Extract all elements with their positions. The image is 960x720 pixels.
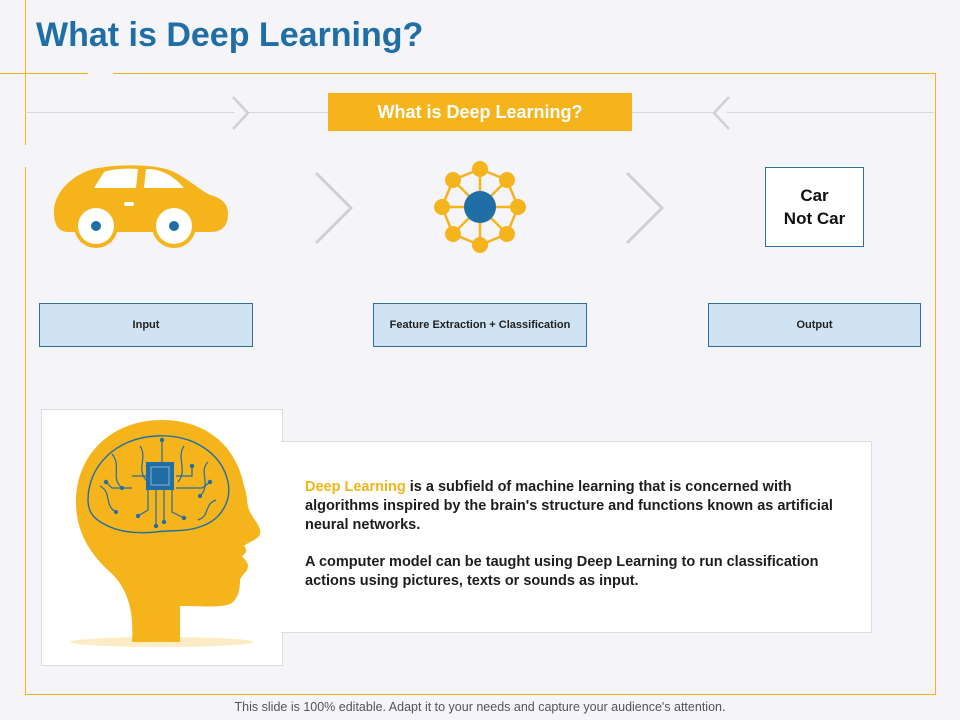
footer-note: This slide is 100% editable. Adapt it to… [234, 700, 726, 714]
description-text: Deep Learning is a subfield of machine l… [305, 478, 855, 609]
banner-title: What is Deep Learning? [328, 93, 632, 131]
frame-gap-mid [20, 145, 32, 167]
chevron-left-icon [712, 96, 730, 130]
panel-seam [281, 442, 283, 630]
header-rule-right-inner [632, 112, 714, 113]
step-input: Input [39, 303, 253, 347]
description-highlight: Deep Learning [305, 479, 406, 495]
content-frame [25, 73, 936, 695]
description-panel [281, 441, 872, 633]
header-rule-right [727, 112, 934, 113]
deco-line-vertical [25, 0, 26, 140]
frame-gap-top [20, 82, 32, 140]
output-car-not-car: Car Not Car [765, 167, 864, 247]
output-line-car: Car [800, 186, 829, 205]
header-rule-left [25, 112, 235, 113]
chevron-right-icon [314, 171, 354, 245]
chevron-right-icon [625, 171, 665, 245]
output-line-not-car: Not Car [783, 209, 846, 228]
chevron-right-icon [232, 96, 250, 130]
deco-line-left [0, 73, 88, 74]
slide-title: What is Deep Learning? [36, 16, 424, 54]
brain-head-icon [70, 420, 261, 647]
header-rule-left-inner [248, 112, 328, 113]
car-icon [54, 165, 228, 248]
step-output: Output [708, 303, 921, 347]
description-rest: is a subfield of machine learning that i… [305, 479, 833, 533]
neural-network-icon [434, 161, 526, 253]
description-paragraph-2: A computer model can be taught using Dee… [305, 554, 819, 589]
deco-gap [88, 70, 113, 76]
step-feature-extraction: Feature Extraction + Classification [373, 303, 587, 347]
description-paragraph-1: Deep Learning is a subfield of machine l… [305, 478, 855, 535]
